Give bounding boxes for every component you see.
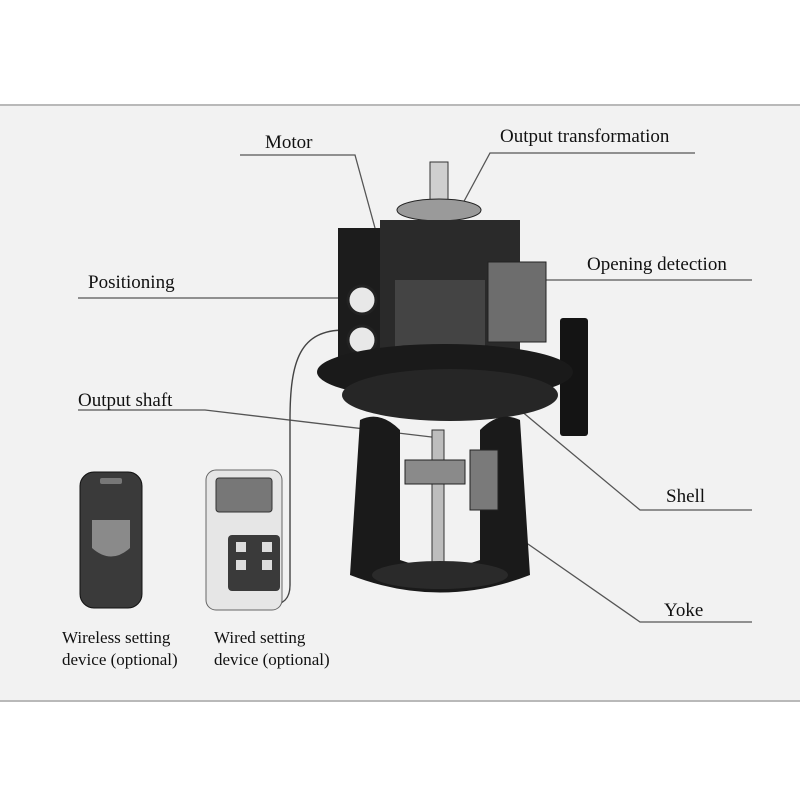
side-flange (560, 318, 588, 436)
frame-window (395, 280, 485, 350)
leader-output-transformation (461, 152, 695, 206)
caption-wireless-line2: device (optional) (62, 650, 178, 669)
output-shaft (431, 429, 445, 581)
shell-lower (342, 369, 558, 421)
yoke-foot (372, 561, 508, 589)
label-output-shaft: Output shaft (78, 390, 173, 411)
roller-top (346, 284, 378, 316)
label-positioning: Positioning (88, 272, 175, 293)
caption-wireless-line1: Wireless setting (62, 628, 171, 647)
label-opening-detection: Opening detection (587, 254, 727, 275)
shaft-coupling (404, 459, 466, 485)
label-motor: Motor (265, 132, 313, 153)
wired-setting-device (205, 469, 283, 611)
leader-shell (519, 409, 752, 511)
wireless-setting-device (79, 471, 143, 609)
leader-motor (240, 154, 376, 229)
output-gear (396, 198, 482, 222)
leader-yoke (514, 534, 752, 623)
label-shell: Shell (666, 486, 706, 507)
label-output-transformation: Output transformation (500, 126, 670, 147)
actuator (317, 161, 588, 593)
shaft-bracket (469, 449, 499, 511)
top-shaft (429, 161, 449, 201)
caption-wired-line2: device (optional) (214, 650, 330, 669)
label-yoke: Yoke (664, 600, 704, 621)
caption-wired-line1: Wired setting (214, 628, 306, 647)
opening-detector (487, 261, 547, 343)
